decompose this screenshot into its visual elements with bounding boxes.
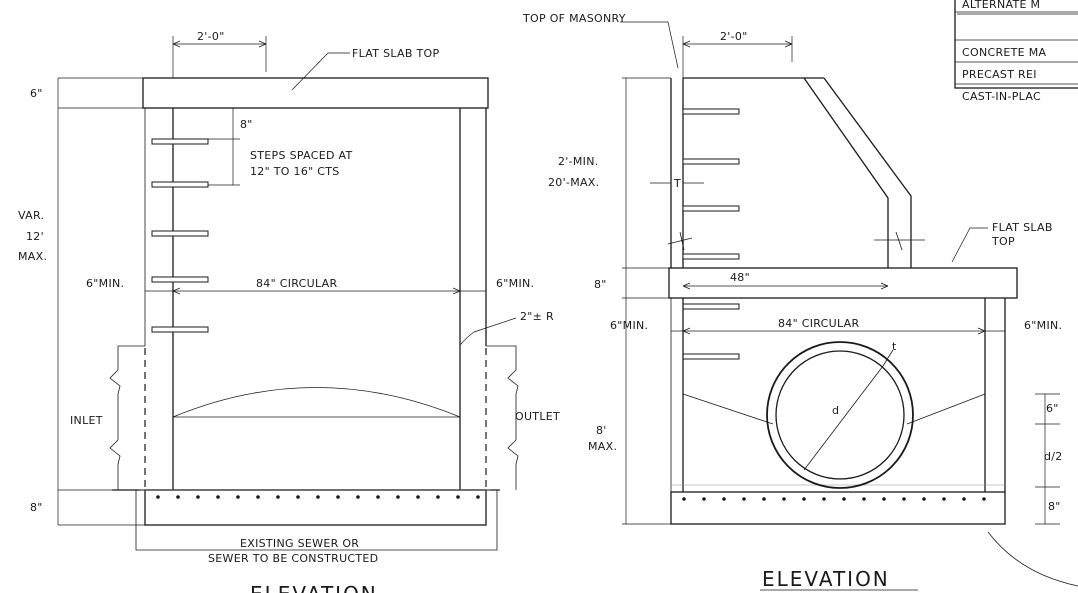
right-circular: 84" CIRCULAR <box>778 317 860 330</box>
left-base-slab <box>144 489 487 526</box>
left-radius: 2"± R <box>520 310 554 323</box>
left-wall-min-right: 6"MIN. <box>496 277 534 290</box>
left-inlet-pipe <box>109 345 145 490</box>
right-dim-6: 6" <box>1046 402 1059 415</box>
right-dim-d2: d/2 <box>1044 450 1063 463</box>
right-step <box>682 253 740 260</box>
right-dim-8: 8" <box>1048 500 1061 513</box>
right-wall-t: T <box>673 177 681 190</box>
right-pipe-d: d <box>832 404 839 417</box>
left-flat-slab-label: FLAT SLAB TOP <box>352 47 440 60</box>
left-wall-min-left: 6"MIN. <box>86 277 124 290</box>
left-outlet: OUTLET <box>515 410 560 423</box>
right-pipe-t: t <box>892 340 897 353</box>
right-wall-min-left: 6"MIN. <box>610 319 648 332</box>
left-flat-slab <box>142 77 489 109</box>
table-row: ALTERNATE M <box>962 0 1040 11</box>
left-sewer-note-1: EXISTING SEWER OR <box>240 537 359 550</box>
right-step <box>682 303 740 310</box>
right-dim-48: 48" <box>730 271 750 284</box>
left-height-12: 12' <box>26 230 44 243</box>
right-base-slab <box>670 491 1006 525</box>
left-step <box>151 326 209 333</box>
material-table <box>954 0 1078 89</box>
right-pipe-inner <box>775 350 905 480</box>
left-step <box>151 276 209 283</box>
left-dim-base: 8" <box>30 501 43 514</box>
left-step <box>151 181 209 188</box>
left-step <box>151 230 209 237</box>
right-flat-slab-2: TOP <box>991 235 1015 248</box>
right-height-8-max: MAX. <box>588 440 617 453</box>
right-flat-slab-1: FLAT SLAB <box>992 221 1053 234</box>
left-inlet: INLET <box>70 414 103 427</box>
right-height-min: 2'-MIN. <box>558 155 599 168</box>
right-wall-min-right: 6"MIN. <box>1024 319 1062 332</box>
right-top-of-masonry: TOP OF MASONRY <box>522 12 626 25</box>
left-sewer-bracket <box>135 490 498 551</box>
left-invert-curve <box>172 387 461 418</box>
right-step <box>682 205 740 212</box>
right-flat-slab <box>668 267 1018 299</box>
left-dim-step-top: 8" <box>240 118 253 131</box>
right-title: ELEVATION <box>762 567 890 591</box>
right-pipe-diameter-line <box>803 365 884 471</box>
left-height-max: MAX. <box>18 250 47 263</box>
right-elevation-view <box>620 21 1078 587</box>
left-steps-note-1: STEPS SPACED AT <box>250 149 353 162</box>
left-step <box>151 138 209 145</box>
table-row: CAST-IN-PLAC <box>962 90 1041 103</box>
right-bench-left <box>682 393 774 425</box>
left-base-rebar-dots <box>156 495 480 499</box>
left-dim-top-width: 2'-0" <box>197 30 225 43</box>
right-dim-top-width: 2'-0" <box>720 30 748 43</box>
table-row: PRECAST REI <box>962 68 1037 81</box>
right-step <box>682 108 740 115</box>
left-steps-note-2: 12" TO 16" CTS <box>250 165 340 178</box>
right-riser-cone-inner <box>803 77 889 268</box>
right-height-max: 20'-MAX. <box>548 176 599 189</box>
left-circular: 84" CIRCULAR <box>256 277 338 290</box>
right-dim-slab: 8" <box>594 278 607 291</box>
table-row: CONCRETE MA <box>962 46 1046 59</box>
left-sewer-note-2: SEWER TO BE CONSTRUCTED <box>208 552 378 565</box>
right-pipe-outer <box>766 341 914 489</box>
left-elevation-view <box>57 36 519 551</box>
right-bench-right <box>906 393 986 425</box>
left-height-var: VAR. <box>18 209 44 222</box>
right-height-8: 8' <box>596 424 607 437</box>
left-outlet-pipe <box>486 345 519 490</box>
right-base-rebar-dots <box>682 497 986 501</box>
left-dim-slab-thickness: 6" <box>30 87 43 100</box>
right-riser-cone <box>823 77 912 268</box>
right-step <box>682 353 740 360</box>
right-step <box>682 158 740 165</box>
left-title: ELEVATION <box>250 582 378 593</box>
